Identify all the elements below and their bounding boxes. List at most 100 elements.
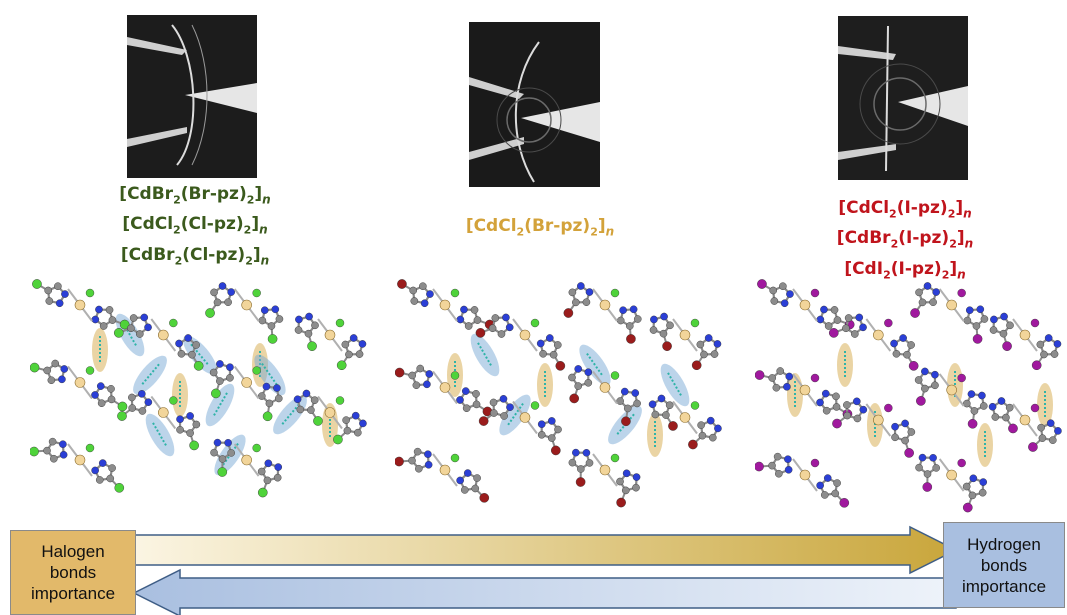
atom bbox=[1054, 427, 1062, 435]
atom bbox=[932, 288, 940, 296]
formula-right-1: [CdCl2(I-pz)2]n bbox=[838, 198, 972, 221]
halogen-atom bbox=[662, 341, 672, 351]
atom bbox=[460, 305, 468, 314]
atom bbox=[979, 402, 988, 410]
atom bbox=[260, 306, 269, 315]
atom bbox=[274, 463, 283, 471]
atom bbox=[341, 340, 350, 349]
cadmium-atom bbox=[324, 329, 336, 341]
cadmium-atom bbox=[679, 329, 691, 341]
pyrazole-ligand bbox=[32, 279, 69, 308]
terminal-halide-atom bbox=[690, 401, 700, 410]
atom bbox=[302, 389, 311, 398]
pyrazole-ligand bbox=[1031, 334, 1062, 371]
atom bbox=[307, 406, 315, 414]
halogen-atom bbox=[267, 334, 278, 344]
atom bbox=[1050, 350, 1059, 358]
formula-right-3: [CdI2(I-pz)2]n bbox=[844, 258, 966, 282]
atom bbox=[918, 298, 927, 307]
atom bbox=[144, 398, 153, 406]
atom bbox=[970, 407, 979, 415]
atom bbox=[978, 391, 986, 400]
pyrazole-ligand bbox=[209, 360, 234, 399]
atom bbox=[859, 323, 867, 332]
atom bbox=[666, 321, 674, 330]
halogen-atom bbox=[967, 418, 978, 429]
terminal-halide-atom bbox=[85, 288, 95, 298]
atom bbox=[420, 299, 429, 308]
atom bbox=[833, 479, 841, 487]
atom bbox=[177, 349, 186, 358]
terminal-halide-atom bbox=[450, 288, 460, 298]
atom bbox=[55, 299, 64, 308]
atom bbox=[60, 365, 69, 373]
terminal-halide-atom bbox=[610, 453, 620, 463]
atom bbox=[216, 377, 224, 385]
terminal-halide-atom bbox=[252, 366, 261, 375]
atom bbox=[620, 387, 629, 396]
atom bbox=[45, 297, 54, 305]
atom bbox=[59, 450, 68, 459]
halogen-atom bbox=[30, 362, 40, 373]
atom bbox=[264, 459, 273, 468]
atom bbox=[342, 416, 350, 424]
atom bbox=[698, 431, 707, 440]
pyrazole-ligand bbox=[563, 282, 594, 318]
atom bbox=[410, 297, 419, 305]
atom bbox=[107, 385, 115, 393]
halogen-atom bbox=[395, 456, 404, 467]
atom bbox=[831, 489, 840, 498]
atom bbox=[273, 384, 281, 392]
atom bbox=[409, 286, 418, 295]
atom bbox=[412, 381, 421, 390]
atom bbox=[979, 478, 988, 486]
atom bbox=[659, 329, 668, 338]
pyrazole-ligand bbox=[536, 334, 566, 371]
atom bbox=[97, 399, 106, 407]
atom bbox=[343, 426, 352, 435]
atom bbox=[1002, 413, 1010, 422]
pyrazole-ligand bbox=[395, 364, 434, 390]
atom bbox=[226, 373, 234, 382]
atom bbox=[262, 382, 271, 391]
atom bbox=[625, 322, 634, 330]
halogen-atom bbox=[307, 341, 317, 351]
pyrazole-ligand bbox=[91, 305, 130, 330]
halogen-atom bbox=[478, 416, 489, 426]
atom bbox=[772, 383, 781, 392]
atom bbox=[351, 411, 360, 420]
atom bbox=[963, 399, 971, 408]
atom bbox=[770, 297, 779, 305]
atom bbox=[832, 403, 841, 411]
atom bbox=[923, 282, 932, 290]
hydrogen-bond-line bbox=[152, 422, 168, 448]
hydrogen-bond-line bbox=[667, 372, 683, 398]
pyrazole-ligand bbox=[989, 312, 1014, 351]
atom bbox=[577, 465, 585, 473]
terminal-halide-atom bbox=[957, 458, 966, 468]
cadmium-atom bbox=[74, 454, 86, 466]
halogen-atom bbox=[257, 487, 268, 498]
atom bbox=[851, 330, 859, 338]
halogen-atom bbox=[114, 483, 125, 493]
atom bbox=[853, 414, 862, 423]
atom bbox=[61, 290, 69, 298]
atom bbox=[1036, 340, 1045, 349]
pyrazole-ligand bbox=[649, 312, 674, 351]
atom bbox=[537, 420, 546, 429]
atom bbox=[978, 488, 987, 497]
halogen-atom bbox=[755, 461, 764, 472]
cadmium-atom bbox=[599, 299, 611, 311]
atom bbox=[502, 313, 510, 322]
atom bbox=[491, 314, 500, 322]
cadmium-atom bbox=[873, 329, 884, 341]
atom bbox=[275, 315, 284, 323]
atom bbox=[584, 368, 593, 377]
cadmium-atom bbox=[799, 469, 811, 481]
atom bbox=[547, 417, 556, 425]
halogen-atom bbox=[113, 328, 124, 338]
atom bbox=[1006, 321, 1014, 330]
terminal-halide-atom bbox=[690, 318, 700, 328]
atom bbox=[426, 290, 434, 298]
atom bbox=[423, 380, 431, 389]
